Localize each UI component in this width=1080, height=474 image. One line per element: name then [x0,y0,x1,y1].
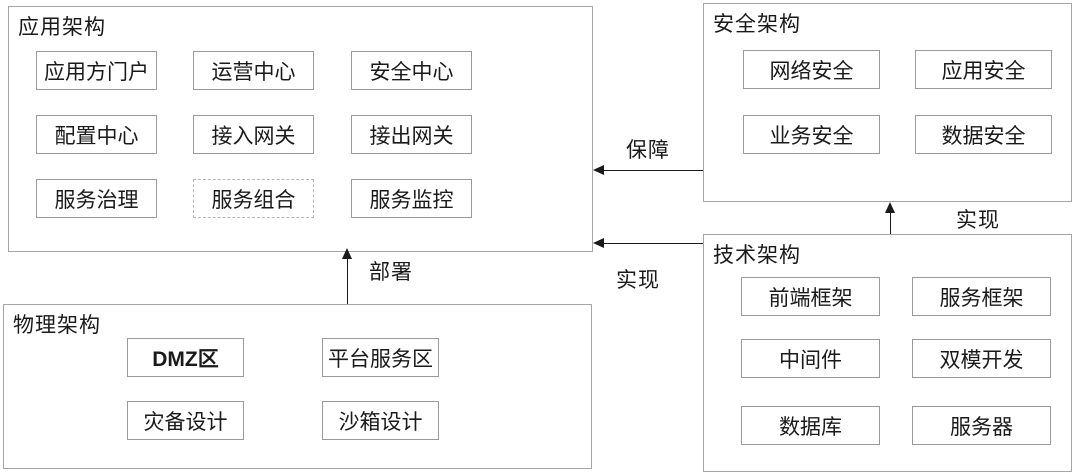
node-disaster-recovery-design: 灾备设计 [127,401,244,440]
group-application-architecture: 应用架构 应用方门户 运营中心 安全中心 配置中心 接入网关 接出网关 服务治理… [8,6,593,252]
arrowhead-up-icon [342,248,352,259]
arrowhead-left-icon [593,238,604,248]
edge-realize-security-label: 实现 [956,208,1000,232]
node-config-center: 配置中心 [36,115,157,154]
edge-realize-security-line [890,210,891,234]
node-frontend-framework: 前端框架 [741,277,880,316]
node-app-portal: 应用方门户 [36,51,157,90]
group-title-physical: 物理架构 [13,313,101,337]
group-title-technology: 技术架构 [713,243,801,267]
node-middleware: 中间件 [741,339,880,378]
group-title-security: 安全架构 [713,12,801,36]
node-application-security: 应用安全 [915,50,1052,89]
edge-guarantee-line [601,170,703,171]
group-technology-architecture: 技术架构 前端框架 服务框架 中间件 双模开发 数据库 服务器 [703,234,1072,472]
node-network-security: 网络安全 [743,50,880,89]
arrowhead-up-icon [885,202,895,213]
edge-deploy-line [347,256,348,304]
node-server: 服务器 [912,406,1051,445]
node-outbound-gateway: 接出网关 [351,115,472,154]
node-dmz-zone: DMZ区 [127,338,244,377]
edge-guarantee-label: 保障 [626,138,670,162]
node-business-security: 业务安全 [743,115,880,154]
node-service-monitoring: 服务监控 [351,179,472,218]
node-inbound-gateway: 接入网关 [193,115,314,154]
group-security-architecture: 安全架构 网络安全 应用安全 业务安全 数据安全 [703,3,1072,202]
edge-deploy-label: 部署 [369,260,413,284]
node-service-composition: 服务组合 [193,179,314,218]
node-data-security: 数据安全 [915,115,1052,154]
node-platform-service-zone: 平台服务区 [322,338,439,377]
node-operation-center: 运营中心 [193,51,314,90]
edge-realize-app-label: 实现 [616,268,660,292]
node-sandbox-design: 沙箱设计 [322,401,439,440]
node-service-governance: 服务治理 [36,179,157,218]
arrowhead-left-icon [593,165,604,175]
group-title-application: 应用架构 [18,15,106,39]
node-service-framework: 服务框架 [912,277,1051,316]
group-physical-architecture: 物理架构 DMZ区 平台服务区 灾备设计 沙箱设计 [3,304,592,469]
node-dual-mode-dev: 双模开发 [912,339,1051,378]
node-database: 数据库 [741,406,880,445]
edge-realize-app-line [601,243,703,244]
node-security-center: 安全中心 [351,51,472,90]
